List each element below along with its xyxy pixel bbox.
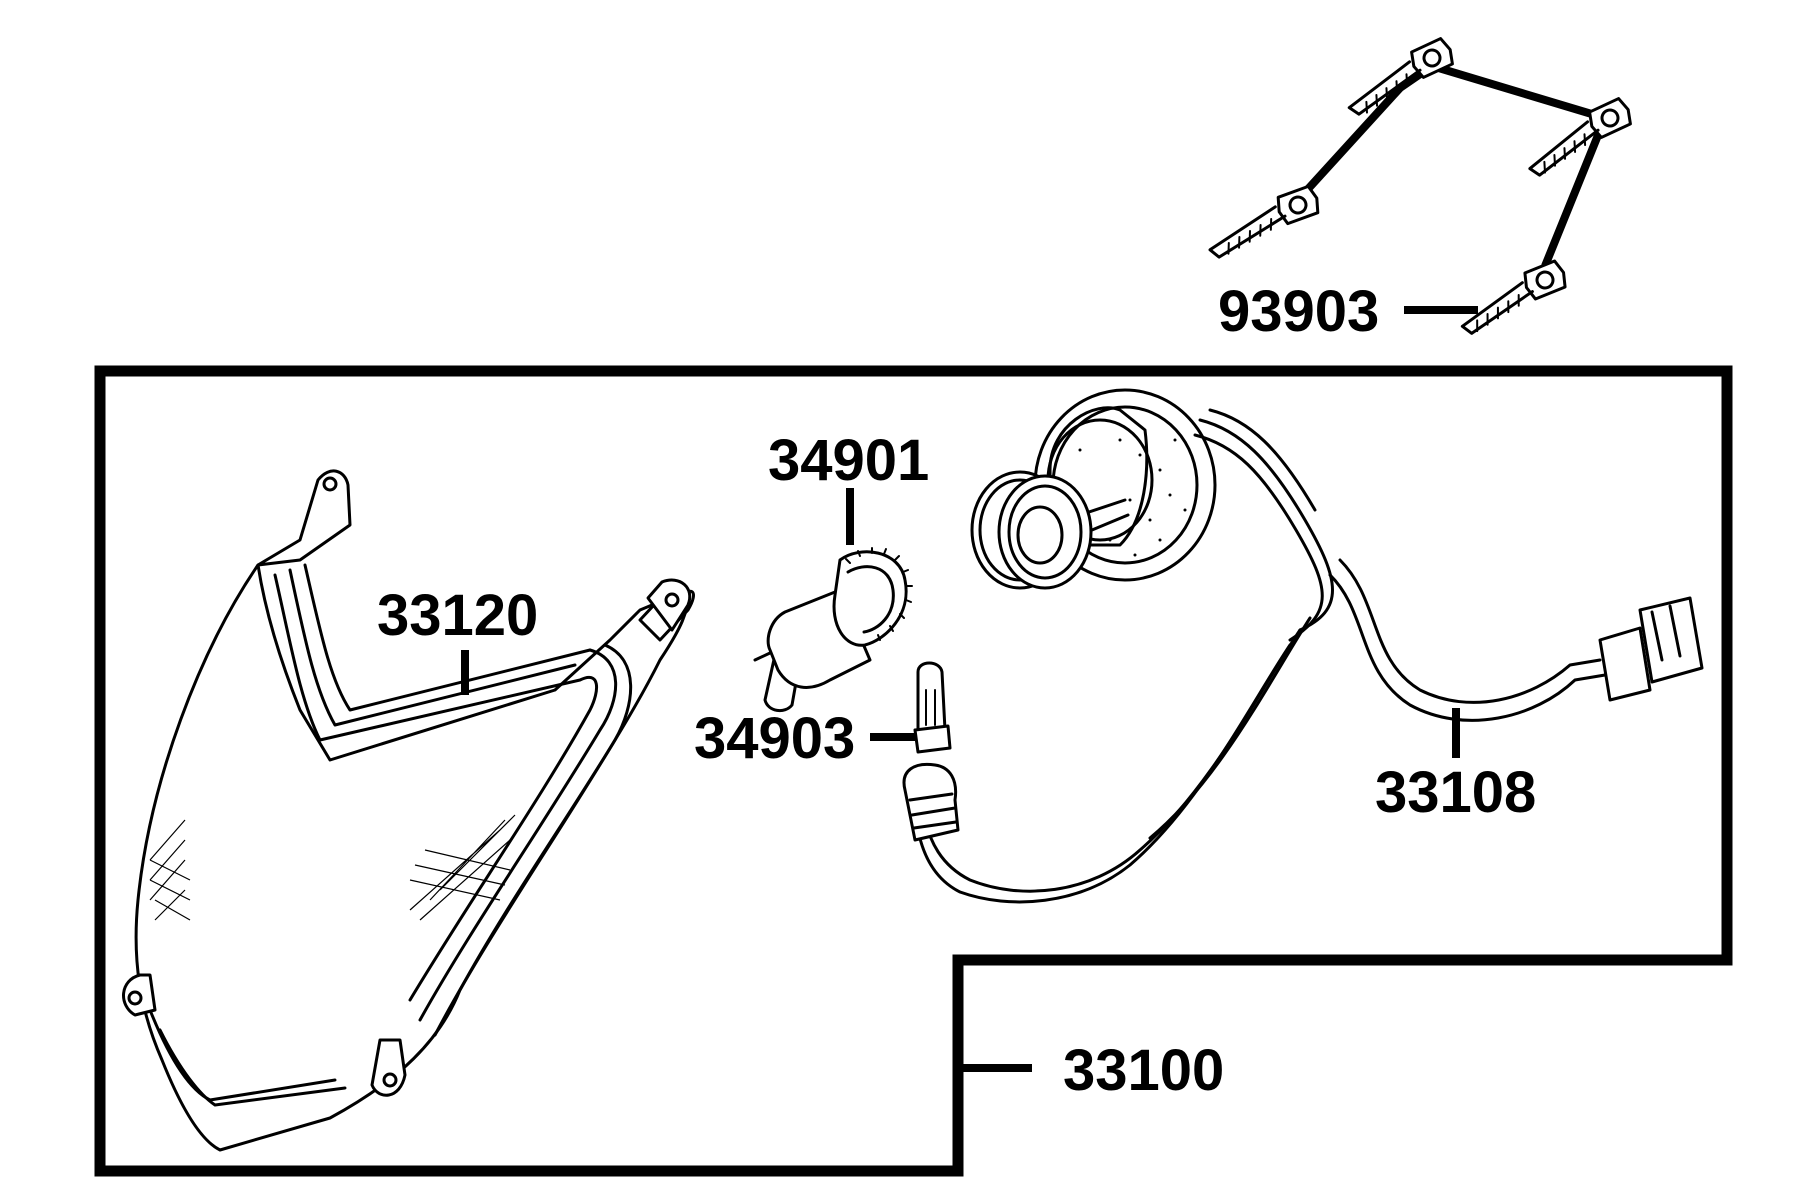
screw-2: [1208, 184, 1320, 259]
part-label-33120: 33120: [377, 583, 538, 648]
socket-cover-drawing: [970, 388, 1217, 590]
headlight-housing-drawing: [122, 469, 695, 1152]
wiring-harness-drawing: [902, 408, 1704, 904]
part-label-33100: 33100: [1063, 1038, 1224, 1103]
part-label-33108: 33108: [1375, 760, 1536, 825]
bulb-34903-drawing: [913, 661, 952, 754]
assembly-boundary: [94, 365, 1733, 1177]
screw-3: [1528, 97, 1632, 177]
screw-1: [1347, 37, 1454, 116]
part-label-34901: 34901: [768, 428, 929, 493]
bulb-34901-drawing: [753, 547, 913, 713]
screws-93903-drawing: [1208, 37, 1632, 335]
part-label-34903: 34903: [694, 706, 855, 771]
part-label-93903: 93903: [1218, 279, 1379, 344]
screw-4: [1460, 259, 1567, 335]
